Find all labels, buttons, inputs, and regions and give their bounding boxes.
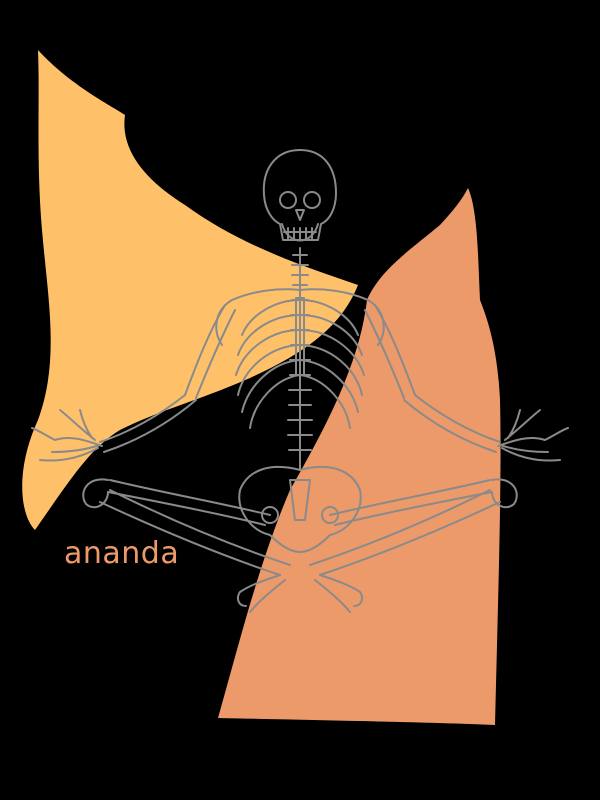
nasal-cavity — [295, 209, 305, 221]
right-eye-socket — [303, 191, 321, 209]
sternum — [295, 297, 305, 376]
jaw — [281, 223, 319, 242]
left-hand — [31, 409, 103, 462]
yellow-shape — [22, 50, 358, 530]
pelvis — [238, 465, 362, 553]
orange-shape — [218, 188, 501, 725]
cervical-spine — [291, 247, 309, 291]
ribcage — [235, 299, 365, 429]
left-femur — [107, 479, 271, 526]
sacrum — [289, 479, 311, 521]
left-knee — [82, 478, 109, 509]
left-hip-joint — [261, 506, 279, 524]
skull — [262, 149, 337, 241]
left-humerus — [184, 304, 236, 399]
left-shin — [99, 489, 291, 576]
right-knee — [491, 478, 518, 509]
right-hip-joint — [321, 506, 339, 524]
right-humerus — [364, 304, 416, 399]
left-forearm — [99, 394, 197, 453]
skeleton-figure — [31, 149, 569, 613]
right-femur — [329, 479, 493, 526]
poster-caption: ananda — [64, 536, 180, 571]
right-shin — [309, 489, 501, 576]
right-forearm — [403, 394, 501, 453]
right-hand — [497, 409, 569, 462]
left-eye-socket — [279, 191, 297, 209]
teeth — [283, 227, 317, 241]
feet — [237, 574, 363, 613]
clavicles — [231, 288, 369, 301]
